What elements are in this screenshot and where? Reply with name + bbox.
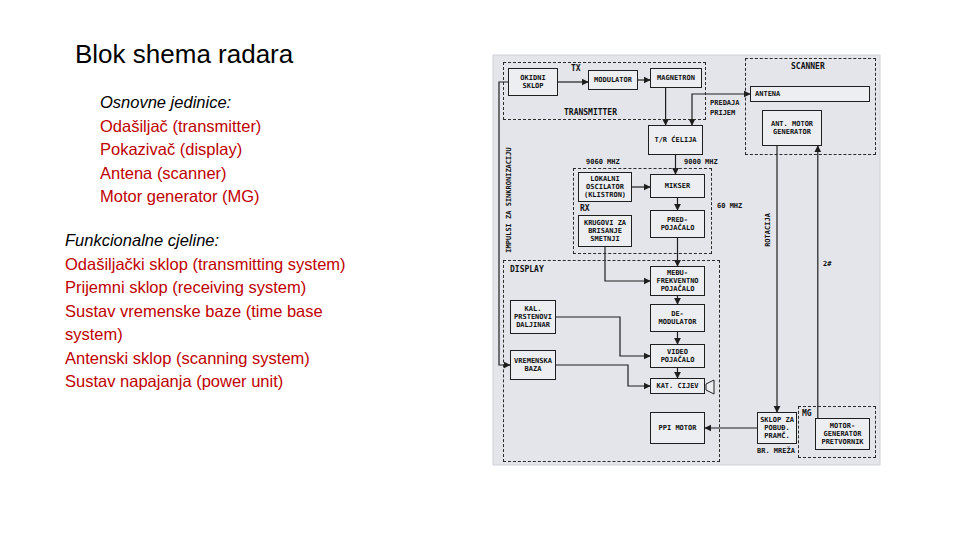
frequency-label: 9000 MHZ xyxy=(684,158,718,166)
region-heading: SCANNER xyxy=(791,62,825,71)
signal-label: PREDAJA xyxy=(710,99,740,107)
box-label: SKLOP ZA POBUĐ. PRAMČ. xyxy=(760,416,794,440)
supply-label: BR. MREŽA xyxy=(757,447,795,455)
block-box: MOTOR-GENERATOR PRETVORNIK xyxy=(815,418,870,450)
region-outline: MG MOTOR-GENERATOR PRETVORNIK xyxy=(798,406,876,458)
connector-arrow xyxy=(817,146,818,418)
list-heading: Osnovne jedinice: xyxy=(100,91,360,115)
box-label: MEĐU-FREKVENTNO POJAČALO xyxy=(653,269,702,293)
crt-symbol xyxy=(706,380,714,394)
block-box: MIKSER xyxy=(650,174,705,198)
list-heading: Funkcionalne cjeline: xyxy=(65,229,355,253)
block-box: T/R ĆELIJA xyxy=(648,125,703,155)
region-heading: TX xyxy=(571,64,581,73)
block-box: KRUGOVI ZA BRISANJE SMETNJI xyxy=(578,215,632,247)
block-box: ANTENA xyxy=(750,86,870,102)
box-label: MODULATOR xyxy=(594,76,632,84)
box-label: VIDEO POJAČALO xyxy=(653,348,702,364)
slide-title: Blok shema radara xyxy=(75,38,293,70)
box-label: MIKSER xyxy=(665,182,690,190)
block-box: MAGNETRON xyxy=(650,68,702,88)
frequency-label: 60 MHZ xyxy=(717,202,742,210)
region-heading: DISPLAY xyxy=(510,265,544,274)
box-label: KAT. CIJEV xyxy=(656,382,698,390)
box-label: OKIDNI SKLOP xyxy=(511,74,555,90)
signal-label: IMPULSI ZA SINKRONIZACIJU xyxy=(505,147,513,252)
box-label: T/R ĆELIJA xyxy=(654,136,696,144)
block-box: LOKALNI OSCILATOR (KLISTRON) xyxy=(578,172,632,202)
connector-arrow xyxy=(677,332,678,344)
block-box: MEĐU-FREKVENTNO POJAČALO xyxy=(650,266,705,296)
box-label: ANTENA xyxy=(755,90,780,98)
connector-arrow xyxy=(776,146,777,412)
block-box: SKLOP ZA POBUĐ. PRAMČ. xyxy=(757,412,797,444)
block-box: DE-MODULATOR xyxy=(650,304,705,332)
wire-label: 2# xyxy=(823,260,831,268)
connector-arrow xyxy=(677,296,678,304)
block-box: OKIDNI SKLOP xyxy=(508,68,558,96)
connector-arrow xyxy=(632,186,650,187)
connector-arrow xyxy=(677,368,678,378)
block-box: KAT. CIJEV xyxy=(650,378,705,394)
box-label: KAL. PRSTENOVI DALJINAR xyxy=(513,305,553,329)
box-label: LOKALNI OSCILATOR (KLISTRON) xyxy=(581,175,629,199)
list-item: Odašiljač (transmitter) xyxy=(100,115,360,139)
region-heading: RX xyxy=(580,204,590,213)
box-label: ANT. MOTOR GENERATOR xyxy=(765,120,819,136)
block-box: VREMENSKA BAZA xyxy=(510,350,556,380)
block-box: MODULATOR xyxy=(588,70,638,90)
list-item: Odašiljački sklop (transmitting system) xyxy=(65,253,355,277)
region-outline: SCANNER ANTENA ANT. MOTOR GENERATOR xyxy=(745,58,876,155)
box-label: MOTOR-GENERATOR PRETVORNIK xyxy=(818,422,867,446)
box-label: KRUGOVI ZA BRISANJE SMETNJI xyxy=(581,219,629,243)
box-label: DE-MODULATOR xyxy=(653,310,702,326)
frequency-label: 9060 MHZ xyxy=(586,158,620,166)
connector-arrow xyxy=(558,81,588,82)
signal-label: PRIJEM xyxy=(710,109,735,117)
connector-arrow xyxy=(677,198,678,210)
list-item: Prijemni sklop (receiving system) xyxy=(65,276,355,300)
list-item: Motor generator (MG) xyxy=(100,185,360,209)
connector-arrow xyxy=(638,79,650,80)
block-box: KAL. PRSTENOVI DALJINAR xyxy=(510,300,556,334)
block-box: VIDEO POJAČALO xyxy=(650,344,705,368)
list-item: Antenski sklop (scanning system) xyxy=(65,347,355,371)
region-heading: TRANSMITTER xyxy=(564,108,617,117)
list-item: Sustav napajanja (power unit) xyxy=(65,370,355,394)
photo-ground xyxy=(493,55,880,465)
connector-arrow xyxy=(692,94,750,125)
box-label: VREMENSKA BAZA xyxy=(513,357,553,373)
region-outline: RX LOKALNI OSCILATOR (KLISTRON) MIKSER PRED… xyxy=(573,168,712,254)
connector-arrow xyxy=(556,365,650,386)
box-label: PPI MOTOR xyxy=(659,424,697,432)
list-item: Sustav vremenske baze (time base system) xyxy=(65,300,355,347)
block-box: PPI MOTOR xyxy=(650,412,705,444)
connector-arrow xyxy=(675,155,676,174)
text-column: Osnovne jedinice:Odašiljač (transmitter)… xyxy=(100,91,360,209)
block-box: ANT. MOTOR GENERATOR xyxy=(762,110,822,146)
box-label: MAGNETRON xyxy=(657,74,695,82)
text-column: Funkcionalne cjeline:Odašiljački sklop (… xyxy=(65,229,355,394)
signal-label: ROTACIJA xyxy=(764,213,772,247)
list-item: Pokazivač (display) xyxy=(100,138,360,162)
connector-arrow xyxy=(677,238,678,266)
connector-arrow xyxy=(556,317,650,356)
connector-arrow xyxy=(605,247,650,281)
region-outline: DISPLAY MEĐU-FREKVENTNO POJAČALO KAL. PRST… xyxy=(503,260,720,462)
region-outline: TX TRANSMITTER OKIDNI SKLOP MODULATOR MAGNET… xyxy=(503,62,706,120)
connector-arrow xyxy=(705,427,757,428)
region-heading: MG xyxy=(802,409,812,418)
block-box: PRED-POJAČALO xyxy=(650,210,705,238)
box-label: PRED-POJAČALO xyxy=(653,216,702,232)
list-item: Antena (scanner) xyxy=(100,162,360,186)
